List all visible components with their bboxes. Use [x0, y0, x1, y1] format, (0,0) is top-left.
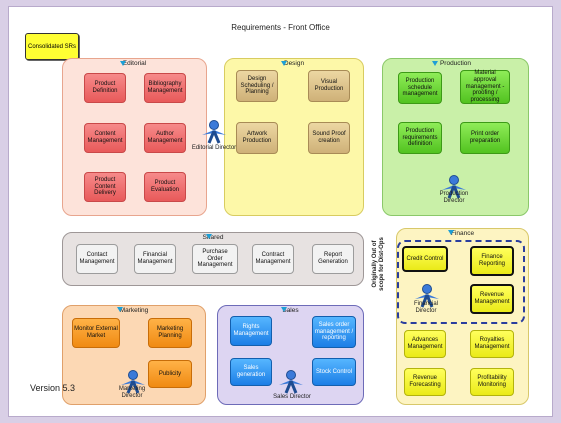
panel-sales-label: Sales — [282, 307, 299, 314]
box-production-schedule-management[interactable]: Production schedule management — [398, 72, 442, 104]
box-visual-production[interactable]: Visual Production — [308, 70, 350, 102]
box-contact-management[interactable]: Contact Management — [76, 244, 118, 274]
box-finance-reporting[interactable]: Finance Reporting — [470, 246, 514, 276]
financial-director-label: Financial Director — [413, 301, 438, 314]
box-revenue-forecasting[interactable]: Revenue Forecasting — [404, 368, 446, 396]
box-marketing-planning[interactable]: Marketing Planning — [148, 318, 192, 348]
financial-director-icon — [414, 284, 440, 308]
box-artwork-production[interactable]: Artwork Production — [236, 122, 278, 154]
diagram-title: Requirements - Front Office — [231, 23, 330, 32]
note-marker-icon — [281, 307, 287, 312]
box-print-order-preparation[interactable]: Print order preparation — [460, 122, 510, 154]
box-revenue-management[interactable]: Revenue Management — [470, 284, 514, 314]
note-marker-icon — [281, 61, 287, 66]
box-product-content-delivery[interactable]: Product Content Delivery — [84, 172, 126, 202]
box-publicity[interactable]: Publicity — [148, 360, 192, 388]
note-marker-icon — [206, 234, 212, 239]
panel-editorial-label: Editorial — [122, 60, 147, 67]
editorial-director-icon — [201, 120, 227, 144]
consolidated-srs-callout[interactable]: Consolidated SRs — [25, 33, 79, 60]
box-monitor-external-market[interactable]: Monitor External Market — [72, 318, 120, 348]
box-sales-order-management[interactable]: Sales order management / reporting — [312, 316, 356, 348]
box-financial-management[interactable]: Financial Management — [134, 244, 176, 274]
box-design-scheduling[interactable]: Design Scheduling / Planning — [236, 70, 278, 102]
box-material-approval-management[interactable]: Material approval management - proofing … — [460, 70, 510, 104]
box-royalties-management[interactable]: Royalties Management — [470, 330, 514, 358]
out-of-scope-note: Originally Out of scope for Dist-Ops — [372, 237, 385, 291]
panel-design-label: Design — [283, 60, 305, 67]
version-label: Version 5.3 — [30, 383, 76, 393]
box-bibliography-management[interactable]: Bibliography Management — [144, 73, 186, 103]
sales-director-label: Sales Director — [273, 394, 311, 400]
production-director-icon — [441, 175, 467, 199]
editorial-director-label: Editorial Director — [191, 145, 237, 151]
out-of-scope-region — [397, 240, 525, 324]
box-profitability-monitoring[interactable]: Profitability Monitoring — [470, 368, 514, 396]
production-director-label: Production Director — [439, 191, 469, 204]
box-stock-control[interactable]: Stock Control — [312, 358, 356, 386]
marketing-director-label: Marketing Director — [118, 386, 146, 399]
box-purchase-order-management[interactable]: Purchase Order Management — [192, 244, 238, 274]
sales-director-icon — [278, 370, 304, 394]
box-product-definition[interactable]: Product Definition — [84, 73, 126, 103]
box-content-management[interactable]: Content Management — [84, 123, 126, 153]
panel-production-label: Production — [439, 60, 472, 67]
panel-marketing-label: Marketing — [119, 307, 149, 314]
box-advances-management[interactable]: Advances Management — [404, 330, 446, 358]
marketing-director-icon — [120, 370, 146, 394]
box-production-requirements-definition[interactable]: Production requirements definition — [398, 122, 442, 154]
note-marker-icon — [432, 61, 438, 66]
box-product-evaluation[interactable]: Product Evaluation — [144, 172, 186, 202]
box-credit-control[interactable]: Credit Control — [402, 246, 448, 272]
note-marker-icon — [448, 230, 454, 235]
box-sales-generation[interactable]: Sales generation — [230, 358, 272, 386]
box-report-generation[interactable]: Report Generation — [312, 244, 354, 274]
box-rights-management[interactable]: Rights Management — [230, 316, 272, 346]
box-contract-management[interactable]: Contract Management — [252, 244, 294, 274]
panel-finance-label: Finance — [450, 230, 475, 237]
note-marker-icon — [117, 307, 123, 312]
panel-shared-label: Shared — [202, 234, 224, 241]
box-author-management[interactable]: Author Management — [144, 123, 186, 153]
note-marker-icon — [120, 61, 126, 66]
box-sound-proof-creation[interactable]: Sound Proof creation — [308, 122, 350, 154]
